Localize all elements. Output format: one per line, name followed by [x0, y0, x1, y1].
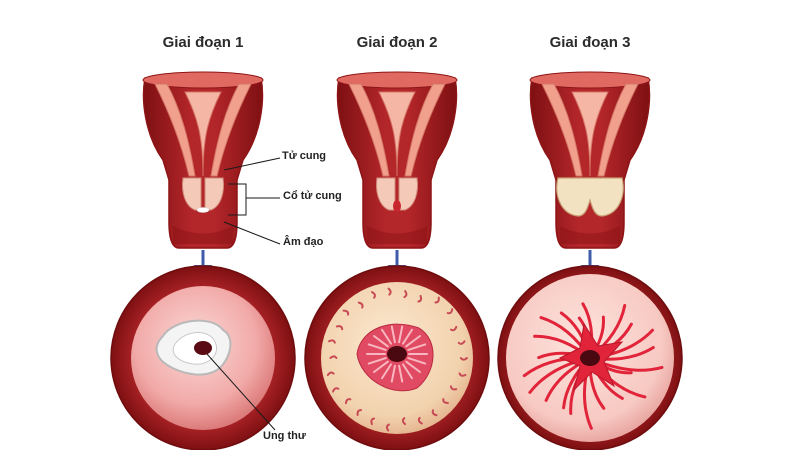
uterine-cavity-left [348, 83, 390, 177]
uterine-cavity-center [184, 91, 222, 177]
vessel-mark [371, 291, 376, 299]
vessel-mark [332, 387, 340, 393]
uterine-cavity-left [541, 83, 583, 177]
vessel-mark [457, 340, 466, 345]
tumor-fold [390, 325, 396, 344]
uterine-cavity-right [404, 83, 446, 177]
cancer-label: Ung thư [263, 430, 306, 442]
tumor-fold [407, 357, 427, 365]
uterus-section-stage-3 [529, 71, 651, 283]
cervical-os [194, 341, 212, 355]
vagina-label: Âm đạo [283, 236, 324, 248]
vessel-mark [335, 325, 344, 331]
uterus-label: Tử cung [282, 150, 327, 162]
tumor-fold [381, 328, 392, 345]
vessel-mark [417, 294, 423, 303]
vessel-mark [442, 398, 449, 405]
tumor-fold [405, 335, 421, 348]
vessel-mark [326, 371, 335, 377]
cervical-os [387, 346, 407, 362]
tumor-fold [373, 335, 389, 348]
vessel-mark [417, 416, 423, 425]
stage-1-title: Giai đoạn 1 [162, 34, 244, 51]
vessel-mark [385, 423, 390, 432]
vessel-mark [344, 398, 352, 405]
tumor-fold [402, 363, 413, 380]
tumor-fold [405, 360, 421, 373]
uterine-cavity-center [378, 91, 416, 177]
uterine-cavity-right [210, 83, 252, 177]
stage-2-title: Giai đoạn 2 [356, 34, 438, 51]
cervix-lesion [393, 200, 401, 212]
cervix-left-lip [376, 177, 396, 211]
cervix-bracket [228, 183, 280, 216]
uterus-leader-line [223, 157, 281, 171]
vagina-leader-line [223, 221, 281, 245]
tumor-fold [381, 363, 392, 380]
uterus-section-stage-2 [336, 71, 458, 283]
cervix-view-stage-3 [497, 265, 683, 451]
vagina-canal [367, 226, 427, 244]
vessel-mark [403, 290, 408, 299]
cervix-right-lip [398, 177, 418, 211]
vessel-mark [458, 372, 467, 377]
stage-3-title: Giai đoạn 3 [549, 34, 631, 51]
uterine-cavity-right [597, 83, 639, 177]
vessel-mark [370, 417, 376, 426]
tumor-fold [367, 357, 387, 365]
vagina-canal [560, 226, 620, 244]
tumor-fold [367, 343, 387, 351]
cervix-view-stage-1 [110, 265, 296, 451]
uterine-cavity-left [154, 83, 196, 177]
cervix-view-stage-2 [304, 265, 490, 451]
cervical-os [580, 350, 600, 366]
vessel-mark [357, 301, 364, 309]
vessel-mark [446, 308, 454, 315]
vessel-mark [449, 325, 458, 332]
uterine-cavity-center [571, 91, 609, 177]
vessel-mark [401, 417, 407, 426]
cervix-lesion [196, 207, 210, 213]
vessel-mark [356, 409, 363, 417]
cervix-enlarged [556, 177, 624, 217]
vessel-mark [342, 309, 350, 316]
uterus-rim [336, 71, 458, 89]
cancer-leader-line [206, 353, 276, 431]
vessel-mark [431, 409, 438, 417]
tumor-fold [402, 328, 413, 345]
tumor-fold [398, 325, 404, 344]
tumor-fold [373, 360, 389, 373]
tumor-fold [407, 343, 427, 351]
tumor-fold [398, 364, 404, 383]
vessel-mark [387, 287, 392, 296]
uterus-rim [529, 71, 651, 89]
vagina-canal [173, 226, 233, 244]
uterus-rim [142, 71, 264, 89]
tumor-fold [390, 364, 396, 383]
vessel-mark [434, 296, 440, 304]
uterus-section-stage-1 [142, 71, 264, 283]
vessel-mark [329, 355, 338, 359]
vessel-mark [328, 339, 336, 344]
vessel-mark [449, 385, 458, 391]
vessel-mark [459, 357, 468, 361]
cervix-label: Cổ tử cung [283, 190, 342, 202]
